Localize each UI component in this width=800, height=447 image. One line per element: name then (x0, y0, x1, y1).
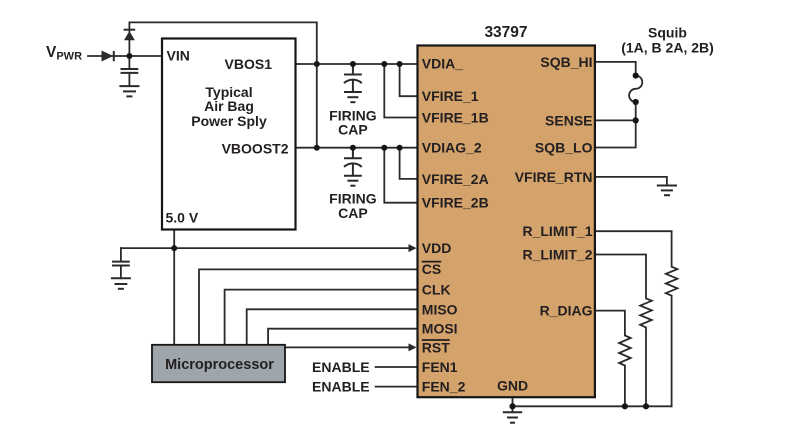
svg-text:CAP: CAP (338, 122, 368, 138)
svg-text:GND: GND (497, 378, 528, 394)
svg-text:FEN1: FEN1 (422, 359, 458, 375)
svg-text:VBOS1: VBOS1 (225, 56, 273, 72)
svg-text:MISO: MISO (422, 301, 458, 317)
svg-text:ENABLE: ENABLE (312, 359, 370, 375)
svg-text:FIRING: FIRING (329, 190, 377, 206)
svg-text:MOSI: MOSI (422, 321, 458, 337)
svg-text:(1A, B 2A, 2B): (1A, B 2A, 2B) (621, 40, 714, 56)
svg-text:CLK: CLK (422, 282, 451, 298)
svg-text:VFIRE_1B: VFIRE_1B (422, 110, 489, 126)
svg-text:CS: CS (422, 261, 441, 277)
svg-text:R_LIMIT_2: R_LIMIT_2 (522, 247, 592, 263)
svg-text:R_DIAG: R_DIAG (540, 303, 593, 319)
svg-text:VFIRE_RTN: VFIRE_RTN (515, 169, 593, 185)
svg-text:VDD: VDD (422, 240, 452, 256)
svg-text:VBOOST2: VBOOST2 (222, 140, 289, 156)
svg-text:R_LIMIT_1: R_LIMIT_1 (522, 223, 592, 239)
svg-text:VDIAG_2: VDIAG_2 (422, 140, 482, 156)
svg-text:Power Sply: Power Sply (191, 113, 267, 129)
svg-text:VIN: VIN (167, 48, 190, 64)
svg-text:Microprocessor: Microprocessor (165, 357, 274, 373)
svg-text:VFIRE_2A: VFIRE_2A (422, 171, 489, 187)
svg-text:CAP: CAP (338, 205, 368, 221)
svg-text:Typical: Typical (205, 84, 252, 100)
svg-text:RST: RST (422, 339, 450, 355)
svg-text:SENSE: SENSE (545, 112, 592, 128)
svg-text:VDIA_: VDIA_ (422, 55, 463, 71)
svg-text:Squib: Squib (648, 25, 687, 41)
svg-text:FIRING: FIRING (329, 107, 377, 123)
svg-text:VFIRE_2B: VFIRE_2B (422, 195, 489, 211)
svg-text:SQB_LO: SQB_LO (535, 140, 593, 156)
svg-text:ENABLE: ENABLE (312, 379, 370, 395)
svg-text:SQB_HI: SQB_HI (540, 54, 592, 70)
svg-text:FEN_2: FEN_2 (422, 379, 466, 395)
svg-text:5.0 V: 5.0 V (166, 210, 199, 226)
svg-text:VFIRE_1: VFIRE_1 (422, 88, 479, 104)
svg-text:33797: 33797 (484, 24, 527, 41)
svg-text:Air Bag: Air Bag (204, 98, 254, 114)
